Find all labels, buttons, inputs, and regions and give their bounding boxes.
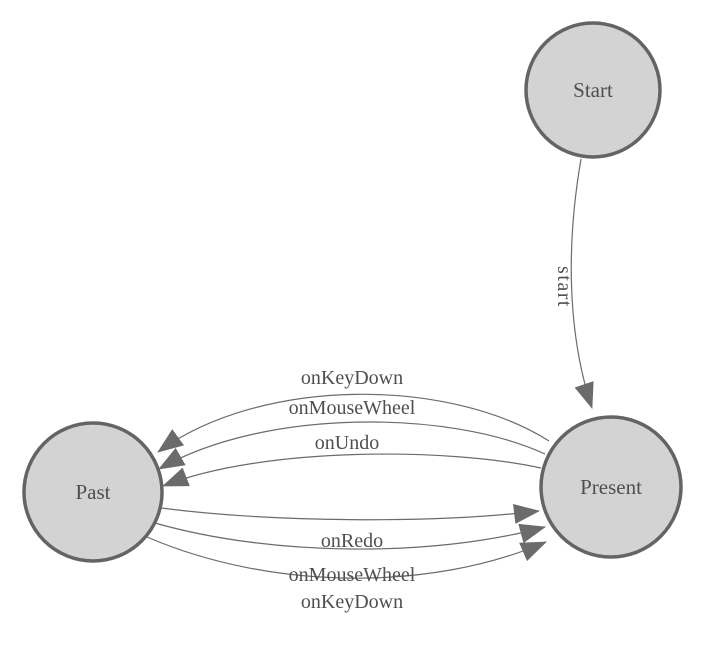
state-node-past[interactable] <box>22 421 164 563</box>
transition-label-present-to-past-onMouseWheel: onMouseWheel <box>289 397 416 419</box>
transition-edge-past-to-present-onMouseWheel <box>154 522 546 550</box>
state-label-past: Past <box>75 480 110 504</box>
transition-edge-past-to-present-onKeyDown <box>146 536 547 579</box>
edges-layer <box>146 158 594 579</box>
transition-edge-present-to-past-onKeyDown <box>157 393 550 453</box>
transition-edge-start-to-present-start <box>570 158 594 409</box>
labels-layer: start onKeyDown onMouseWheel onUndo onRedo on… <box>289 266 575 613</box>
transition-label-start-to-present-start: start <box>553 266 575 308</box>
transition-label-present-to-past-onUndo: onUndo <box>315 432 379 454</box>
transition-label-past-to-present-onRedo: onRedo <box>321 530 383 552</box>
state-label-present: Present <box>580 475 642 499</box>
transition-label-past-to-present-onMouseWheel: onMouseWheel <box>289 564 416 586</box>
transition-label-past-to-present-onKeyDown: onKeyDown <box>301 591 403 613</box>
transition-label-present-to-past-onKeyDown: onKeyDown <box>301 367 403 389</box>
transition-edge-present-to-past-onUndo <box>162 453 542 487</box>
state-node-start[interactable] <box>524 21 662 159</box>
state-node-present[interactable] <box>539 415 683 559</box>
transition-edge-past-to-present-onRedo <box>160 504 540 524</box>
state-label-start: Start <box>573 78 613 102</box>
transition-edge-present-to-past-onMouseWheel <box>158 421 546 470</box>
